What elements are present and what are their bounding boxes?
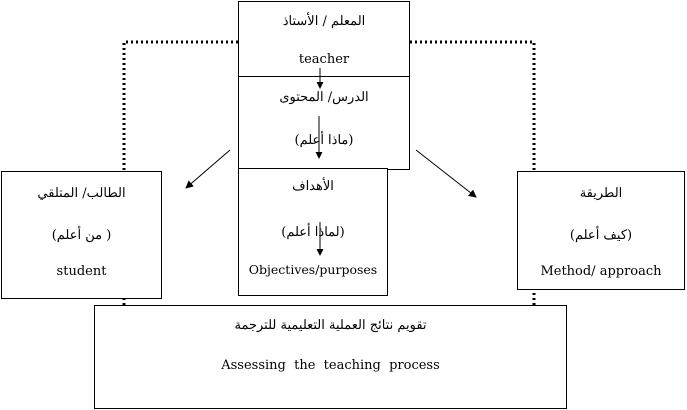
method-box: الطريقة (كيف أعلم) Method/ approach bbox=[517, 171, 685, 290]
student-english-label: student bbox=[56, 264, 107, 279]
method-arabic-label: الطريقة bbox=[579, 186, 623, 201]
assessment-arabic-label: تقويم نتائج العملية التعليمية للترجمة bbox=[234, 318, 427, 333]
objectives-box: الأهداف (لماذا أعلم) Objectives/purposes bbox=[238, 168, 388, 296]
objectives-question-label: (لماذا أعلم) bbox=[281, 225, 345, 240]
student-question-label: ( من أعلم) bbox=[51, 228, 112, 243]
method-english-label: Method/ approach bbox=[540, 264, 662, 279]
arrow-to-student bbox=[185, 149, 231, 189]
lesson-arabic-label: الدرس/ المحتوى bbox=[279, 90, 369, 105]
assessment-box: تقويم نتائج العملية التعليمية للترجمة As… bbox=[94, 305, 567, 409]
method-question-label: (كيف أعلم) bbox=[569, 228, 633, 243]
assessment-english-label: Assessing the teaching process bbox=[221, 358, 440, 373]
arrow-to-method bbox=[415, 149, 477, 198]
objectives-english-label: Objectives/purposes bbox=[248, 262, 378, 277]
teacher-box: المعلم / الأستاذ teacher bbox=[238, 1, 410, 78]
lesson-question-label: (ماذا أعلم) bbox=[294, 133, 354, 148]
lesson-box: الدرس/ المحتوى (ماذا أعلم) bbox=[238, 76, 410, 170]
student-box: الطالب/ المتلقي ( من أعلم) student bbox=[1, 171, 162, 299]
teacher-english-label: teacher bbox=[298, 52, 350, 67]
teacher-arabic-label: المعلم / الأستاذ bbox=[282, 14, 366, 29]
student-arabic-label: الطالب/ المتلقي bbox=[37, 186, 126, 201]
objectives-arabic-label: الأهداف bbox=[292, 179, 334, 194]
